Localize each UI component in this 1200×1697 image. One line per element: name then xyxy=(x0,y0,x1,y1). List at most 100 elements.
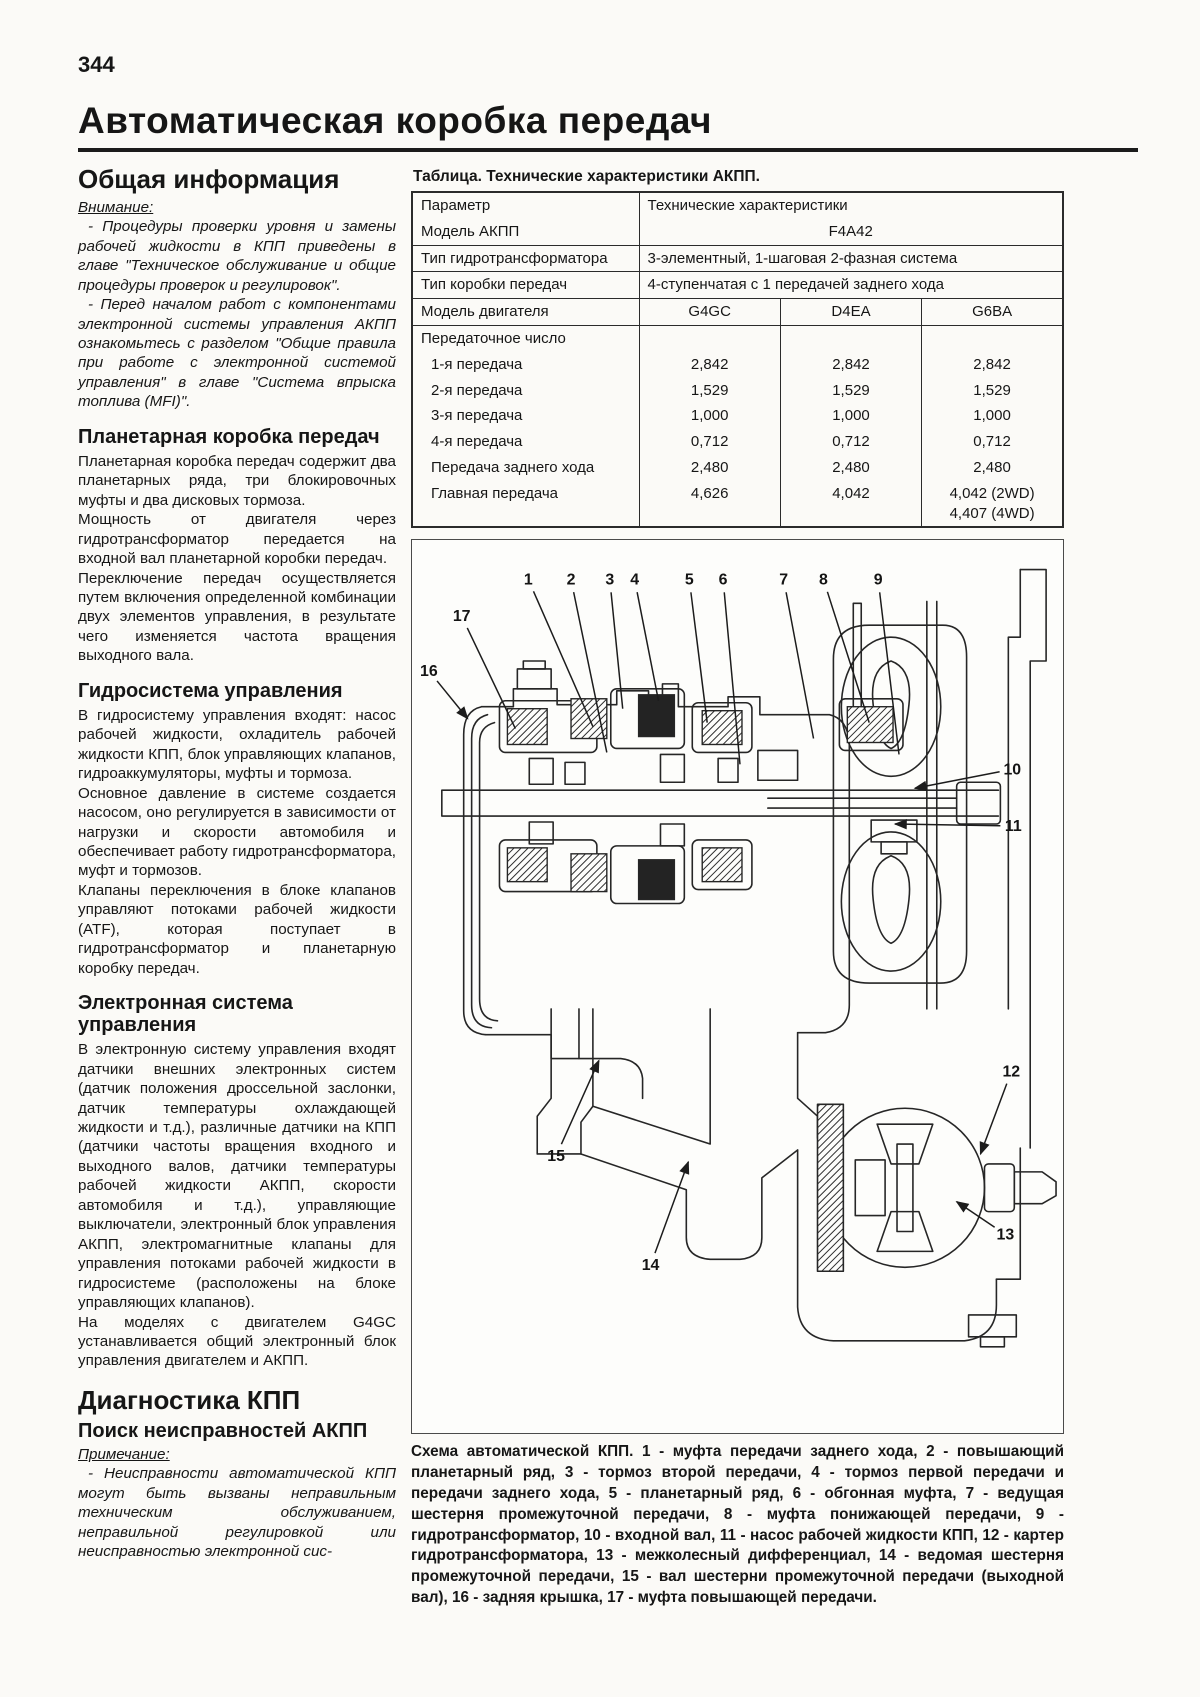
callout-number-9: 9 xyxy=(874,572,883,589)
paragraph: Основное давление в системе создается на… xyxy=(78,784,396,880)
table-cell-value: 4,042 xyxy=(779,480,922,528)
table-cell-label: Модель АКПП xyxy=(421,222,520,240)
table-cell-value: 0,712 xyxy=(638,429,781,455)
attention-label: Внимание: xyxy=(78,199,154,217)
callout-number-16: 16 xyxy=(420,663,438,680)
table-cell-value: 4,042 (2WD)4,407 (4WD) xyxy=(921,480,1063,528)
page-number: 344 xyxy=(78,52,115,77)
attention-item: - Процедуры проверки уровня и замены раб… xyxy=(78,218,396,294)
table-cell-label: Передача заднего хода xyxy=(431,458,595,476)
callout-number-11: 11 xyxy=(1005,818,1022,835)
table-header-cell: Технические характеристики xyxy=(638,192,1063,219)
callout-leader-line xyxy=(532,591,594,728)
table-cell-value: 2,480 xyxy=(638,454,781,481)
callout-number-4: 4 xyxy=(630,572,639,589)
diagram-caption: Схема автоматической КПП. 1 - муфта пере… xyxy=(411,1443,1064,1606)
table-cell-value: 1,000 xyxy=(779,403,922,430)
callout-number-15: 15 xyxy=(547,1148,565,1165)
table-cell-value: 1,529 xyxy=(779,377,922,404)
table-cell-value: 3-элементный, 1-шаговая 2-фазная система xyxy=(638,245,1063,272)
paragraph: В гидросистему управления входят: насос … xyxy=(78,706,396,783)
heading-troubleshooting: Поиск неисправностей АКПП xyxy=(78,1420,368,1443)
callout-leader-line xyxy=(893,819,1001,830)
table-cell-value xyxy=(638,325,781,352)
paragraph: В электронную систему управления входят … xyxy=(78,1041,396,1312)
heading-electronic-system: Электронная система управления xyxy=(78,992,293,1037)
table-cell-value: 1,529 xyxy=(638,377,781,404)
table-cell-label: Модель двигателя xyxy=(421,303,549,321)
callout-number-7: 7 xyxy=(779,572,788,589)
title-rule xyxy=(78,148,1138,152)
table-cell-value: 4-ступенчатая с 1 передачей заднего хода xyxy=(638,271,1063,299)
clutch-packs xyxy=(506,694,894,901)
table-cell-value: 2,842 xyxy=(921,351,1063,378)
right-column: Таблица. Технические характеристики АКПП… xyxy=(411,166,1064,1609)
callout-leader-line xyxy=(785,592,815,740)
heading-diagnostics: Диагностика КПП xyxy=(78,1384,301,1415)
table-cell-value xyxy=(779,325,922,352)
table-cell-value: 1,000 xyxy=(921,403,1063,430)
callout-leader-line xyxy=(654,1161,690,1254)
table-cell-value: 0,712 xyxy=(921,429,1063,455)
table-row: Передаточное число xyxy=(412,325,1063,352)
callout-number-17: 17 xyxy=(453,609,471,626)
callout-number-8: 8 xyxy=(819,572,828,589)
note-item: - Неисправности автоматической КПП могут… xyxy=(78,1465,396,1560)
table-cell-label: 2-я передача xyxy=(431,381,523,399)
page-title: Автоматическая коробка передач xyxy=(78,100,712,141)
table-cell-value: 4,626 xyxy=(638,480,781,528)
table-cell-label: Тип коробки передач xyxy=(421,276,568,294)
table-cell-label: Тип гидротрансформатора xyxy=(421,249,608,267)
table-cell-value: G4GC xyxy=(638,298,781,326)
callout-number-14: 14 xyxy=(642,1258,660,1275)
table-cell-value: 2,480 xyxy=(779,454,922,481)
callout-number-1: 1 xyxy=(524,572,533,589)
table-cell-value: 0,712 xyxy=(779,429,922,455)
callout-leader-line xyxy=(466,627,517,730)
table-cell-label: Главная передача xyxy=(431,484,559,502)
attention-item: - Перед началом работ с компонентами эле… xyxy=(78,296,396,411)
paragraph: Клапаны переключения в блоке клапанов уп… xyxy=(78,881,396,977)
table-cell-value: 2,480 xyxy=(921,454,1063,481)
table-cell-value: G6BA xyxy=(921,298,1063,326)
left-column: Общая информация Внимание: - Процедуры п… xyxy=(78,164,396,1561)
table-header-row: Параметр Технические характеристики xyxy=(412,192,1063,219)
callout-number-6: 6 xyxy=(719,572,728,589)
callout-number-12: 12 xyxy=(1002,1064,1020,1081)
callout-leader-line xyxy=(636,592,660,702)
heading-general-info: Общая информация xyxy=(78,164,340,194)
table-cell-label: 3-я передача xyxy=(431,407,523,425)
callout-leader-line xyxy=(572,592,608,753)
paragraph: Планетарная коробка передач содержит два… xyxy=(78,452,396,509)
table-cell-value: 2,842 xyxy=(779,351,922,378)
table-cell-label: Передаточное число xyxy=(421,329,566,347)
table-row: Тип коробки передач 4-ступенчатая с 1 пер… xyxy=(412,271,1063,299)
case-and-gear-train xyxy=(441,569,1057,1348)
callout-leader-line xyxy=(690,592,708,724)
callout-leader-line xyxy=(723,592,741,765)
paragraph: Мощность от двигателя через гидротрансфо… xyxy=(78,511,396,568)
callout-leader-line xyxy=(979,1083,1008,1156)
callout-number-13: 13 xyxy=(997,1227,1015,1244)
table-cell-value: 2,842 xyxy=(638,351,781,378)
table-cell-value xyxy=(921,325,1063,352)
callout-leader-line xyxy=(913,771,1000,792)
table-cell-value: 1,529 xyxy=(921,377,1063,404)
callout-leader-line xyxy=(955,1201,996,1229)
heading-hydraulic-system: Гидросистема управления xyxy=(78,679,343,702)
table-cell-value: 1,000 xyxy=(638,403,781,430)
callout-leader-line xyxy=(436,680,469,721)
table-cell-label: 4-я передача xyxy=(431,433,523,451)
callout-leader-line xyxy=(826,591,870,724)
table-row: Тип гидротрансформатора 3-элементный, 1-ш… xyxy=(412,245,1063,272)
callout-leader-line xyxy=(878,592,900,755)
paragraph: Переключение передач осуществляется путе… xyxy=(78,569,396,665)
